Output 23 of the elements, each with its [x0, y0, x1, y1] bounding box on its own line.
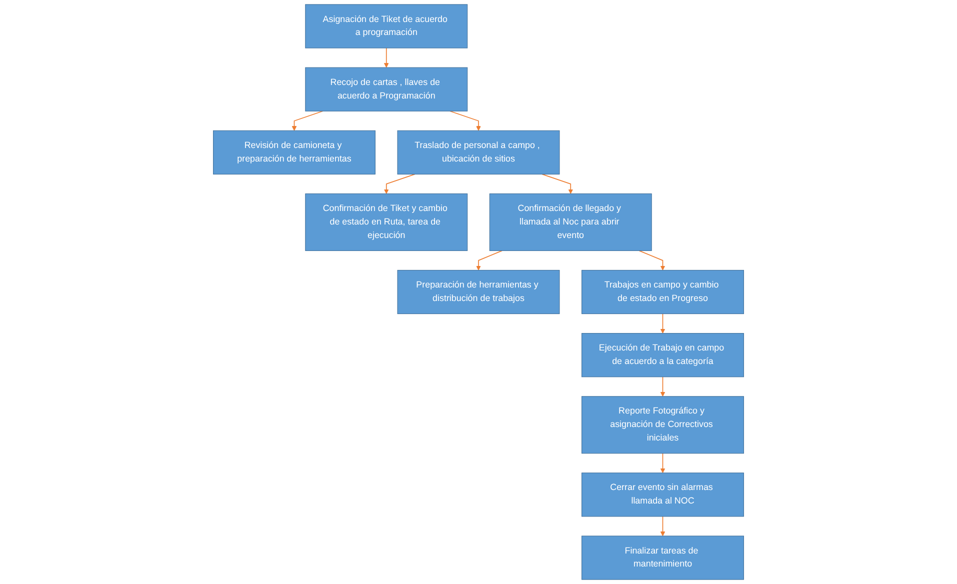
arrow [292, 110, 324, 131]
node-box: Preparación de herramientas y distribución de trabajos [397, 270, 560, 314]
node-box: Confirmación de llegado y llamada al Noc para abrir evento [489, 193, 652, 251]
node-box: Confirmación de Tiket y cambio de estado en Ruta, tarea de ejecución [305, 193, 468, 251]
arrow [638, 250, 666, 270]
arrow [660, 452, 666, 474]
arrow [660, 313, 666, 334]
node-box: Recojo de cartas , llaves de acuerdo a Programación [305, 67, 468, 112]
node-box: Asignación de Tiket de acuerdo a programación [305, 4, 468, 48]
arrow [660, 376, 666, 397]
arrow [660, 516, 666, 536]
node-box: Revisión de camioneta y preparación de herramientas [213, 130, 376, 174]
node-box: Cerrar evento sin alarmas llamada al NOC [582, 472, 744, 517]
node-box: Finalizar tareas de mantenimiento [582, 536, 744, 580]
arrow [384, 48, 389, 68]
arrow [450, 110, 481, 131]
node-box: Ejecución de Trabajo en campo de acuerdo a la categoría [582, 333, 744, 378]
node-box: Trabajos en campo y cambio de estado en Progreso [582, 270, 744, 314]
node-box: Traslado de personal a campo , ubicación de sitios [397, 130, 560, 174]
arrow [476, 250, 502, 270]
node-box: Reporte Fotográfico y asignación de Correctivos iniciales [582, 396, 744, 454]
arrow [384, 174, 416, 194]
arrow [542, 174, 574, 194]
